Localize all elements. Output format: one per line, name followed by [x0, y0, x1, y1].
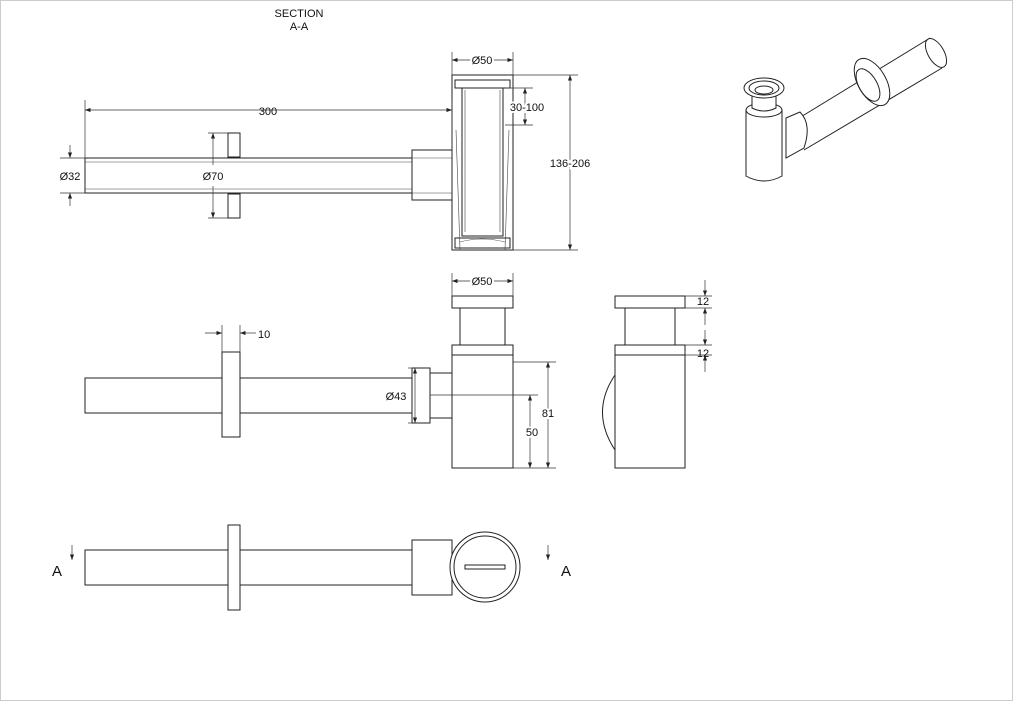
dim-flange-thickness-label: 10	[258, 329, 270, 341]
section-marker-left: A	[52, 563, 62, 580]
dim-length-label: 300	[259, 106, 277, 118]
section-marker-right: A	[561, 563, 571, 580]
section-flange-top	[227, 132, 241, 158]
dim-ring-height-label: 12	[697, 348, 709, 360]
dim-pipe-diameter-label: Ø32	[60, 171, 81, 183]
isometric-view	[743, 37, 948, 182]
section-flange-bottom	[227, 193, 241, 219]
side-view: 12 12	[602, 280, 712, 469]
dim-height-range-label: 136-206	[550, 158, 590, 170]
dim-flange-diameter-label: Ø70	[203, 171, 224, 183]
section-title: SECTION A-A	[275, 8, 324, 33]
section-pipe	[84, 157, 416, 194]
section-view: 300 Ø32 Ø70 Ø50 30-100 136-206	[60, 52, 593, 251]
plan-view: A A	[52, 524, 571, 611]
dim-total-height-label: 81	[542, 408, 554, 420]
front-view: Ø50 10 Ø43 81 50	[84, 273, 556, 469]
section-title-line2: A-A	[290, 21, 309, 33]
section-title-line1: SECTION	[275, 8, 324, 20]
dim-cap-height-label: 12	[697, 296, 709, 308]
dim-top-diameter-label: Ø50	[472, 55, 493, 67]
front-wall-flange	[221, 351, 241, 438]
section-nut	[411, 149, 453, 201]
dim-outlet-diameter-label: Ø43	[386, 391, 407, 403]
dim-outlet-height-label: 50	[526, 427, 538, 439]
dim-front-top-diameter-label: Ø50	[472, 276, 493, 288]
section-tube	[461, 87, 504, 237]
dim-adjustment-label: 30-100	[510, 102, 544, 114]
